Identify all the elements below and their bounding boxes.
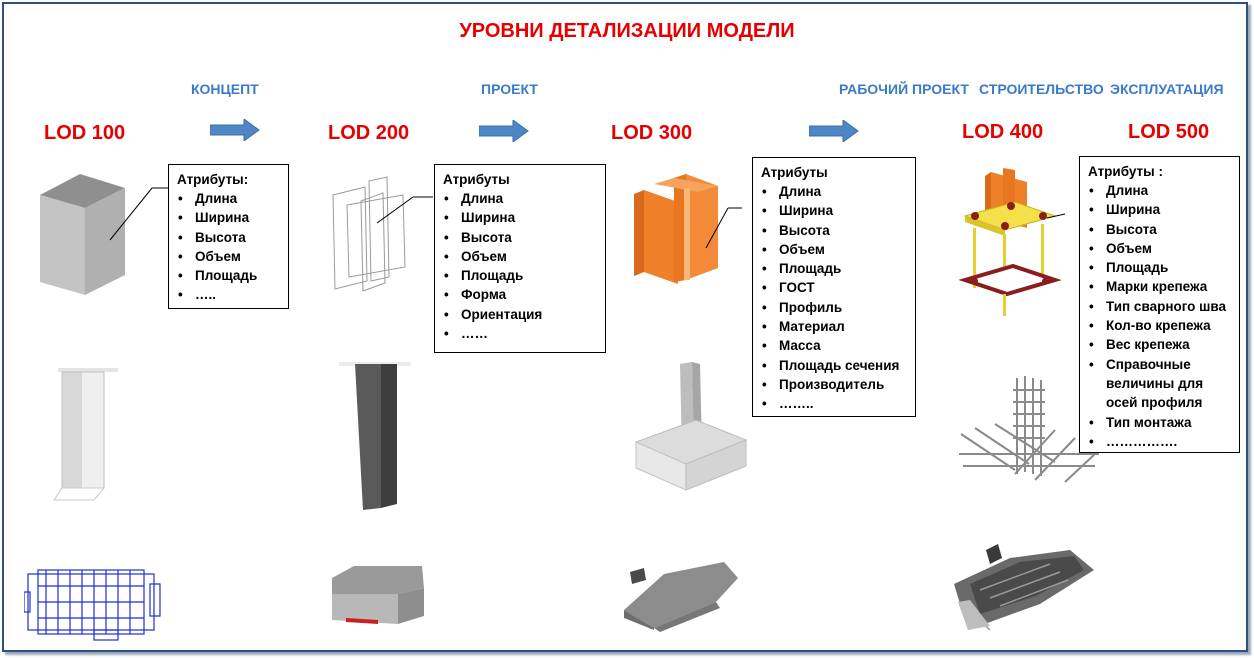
lod400-rebar-model [959,376,1099,483]
lod100-plan-drawing [24,569,161,641]
lod-400-label: LOD 400 [962,121,1044,143]
attribute-item: Производитель [761,375,907,395]
attribute-item: Ориентация [443,305,597,325]
lod300-ibeam-model [634,174,742,284]
attribute-item: Длина [443,189,597,209]
lod-500-label: LOD 500 [1128,121,1210,143]
attributes-title: Атрибуты : [1088,164,1163,179]
attributes-list: Длина Ширина Высота Объем Площадь ….. [177,189,280,305]
lod200-column-model [339,362,411,510]
arrow-right-icon [210,119,260,141]
attributes-list: Длина Ширина Высота Объем Площадь Форма … [443,189,597,344]
attribute-item: …… [443,324,597,344]
attribute-item: Высота [761,221,907,241]
attributes-box-lod200: Атрибуты Длина Ширина Высота Объем Площа… [434,164,606,353]
stage-project: ПРОЕКТ [481,81,538,97]
attributes-title: Атрибуты: [177,172,249,187]
attribute-item: Кол-во крепежа [1088,316,1231,336]
attribute-item: Площадь [443,266,597,286]
attributes-list: Длина Ширина Высота Объем Площадь ГОСТ П… [761,182,907,414]
stage-construction: СТРОИТЕЛЬСТВО [979,81,1104,97]
attribute-item: Тип монтажа [1088,413,1231,433]
attribute-item: Ширина [443,208,597,228]
stage-concept: КОНЦЕПТ [191,81,259,97]
attribute-item: Длина [1088,181,1231,201]
attributes-box-lod300: Атрибуты Длина Ширина Высота Объем Площа… [752,157,916,417]
attribute-item: Ширина [1088,200,1231,220]
attribute-item: Объем [1088,239,1231,259]
lod200-equipment-model [332,566,424,624]
stage-working-project: РАБОЧИЙ ПРОЕКТ [839,81,969,97]
attribute-item: Объем [443,247,597,267]
lod-100-label: LOD 100 [44,122,126,144]
lod100-box-model [40,174,168,295]
attribute-item: Масса [761,336,907,356]
attribute-item: Объем [177,247,280,267]
stage-operation: ЭКСПЛУАТАЦИЯ [1110,81,1224,97]
attribute-item: Высота [443,228,597,248]
attribute-item: Ширина [761,201,907,221]
slide-title: УРОВНИ ДЕТАЛИЗАЦИИ МОДЕЛИ [459,20,795,42]
attribute-item: Площадь [761,259,907,279]
attribute-item: Форма [443,285,597,305]
lod400-equipment-model [954,544,1094,631]
arrow-right-icon [479,120,529,142]
attribute-item: ……………. [1088,432,1231,452]
arrow-right-icon [809,120,859,142]
attributes-title: Атрибуты [443,172,510,187]
attribute-item: Материал [761,317,907,337]
lod300-footing-model [634,362,748,491]
lod-300-label: LOD 300 [611,122,693,144]
attribute-item: Объем [761,240,907,260]
lod100-column-model [53,368,118,501]
attribute-item: Профиль [761,298,907,318]
attribute-item: …….. [761,394,907,414]
attributes-list: Длина Ширина Высота Объем Площадь Марки … [1088,181,1231,451]
attribute-item: Марки крепежа [1088,277,1231,297]
attribute-item: Справочные величины для осей профиля [1088,355,1231,413]
attributes-box-lod100: Атрибуты: Длина Ширина Высота Объем Площ… [168,164,289,309]
attribute-item: ГОСТ [761,278,907,298]
attribute-item: Высота [1088,220,1231,240]
attribute-item: Площадь сечения [761,356,907,376]
attributes-box-lod500: Атрибуты : Длина Ширина Высота Объем Пло… [1079,156,1240,453]
attribute-item: Высота [177,228,280,248]
attribute-item: Площадь [177,266,280,286]
lod200-planes-model [332,176,433,292]
lod-200-label: LOD 200 [328,122,410,144]
lod300-equipment-model [624,562,738,632]
attribute-item: Тип сварного шва [1088,297,1231,317]
attribute-item: Вес крепежа [1088,335,1231,355]
attribute-item: Ширина [177,208,280,228]
attribute-item: Длина [761,182,907,202]
lod400-connection-model [958,168,1066,316]
attribute-item: ….. [177,285,280,305]
attributes-title: Атрибуты [761,165,828,180]
attribute-item: Площадь [1088,258,1231,278]
attribute-item: Длина [177,189,280,209]
